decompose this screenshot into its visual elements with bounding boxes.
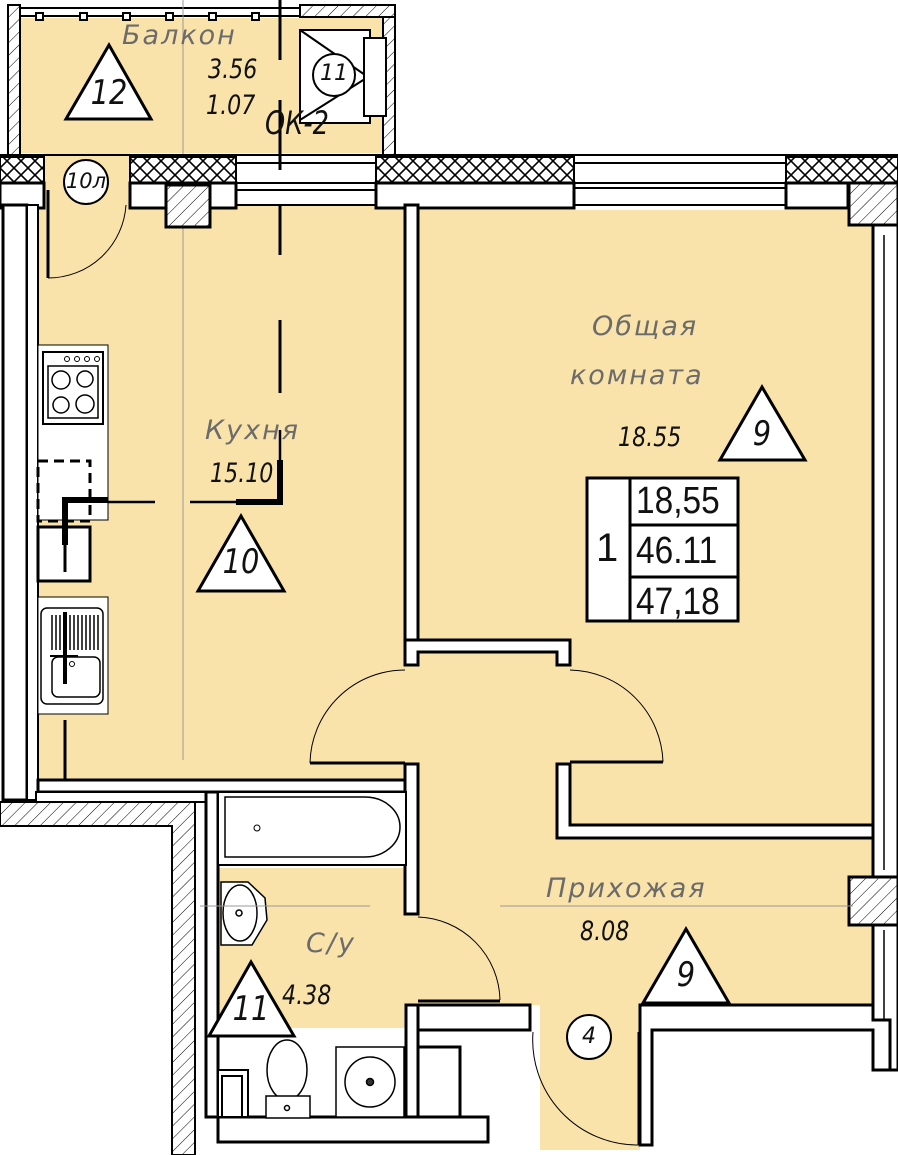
- north-wall: [0, 154, 898, 210]
- balcony-unit-marker: 11: [320, 61, 348, 86]
- balcony-reduced-area: 1.07: [206, 90, 256, 121]
- bathtub: [217, 791, 407, 866]
- southwest-outer-wall: [0, 801, 196, 1155]
- markers: [63, 41, 808, 1060]
- triangle-balcony: [63, 41, 154, 121]
- hallway-marker: 9: [676, 955, 696, 995]
- kitchen-stove: [37, 344, 109, 521]
- living-area-value: 18,55: [636, 480, 720, 522]
- living-marker: 9: [752, 414, 772, 454]
- living-name-line1: Общая: [592, 311, 699, 342]
- washing-machine: [335, 1046, 405, 1118]
- doors: [309, 669, 664, 1146]
- bathroom-marker: 11: [232, 989, 270, 1029]
- bathroom-cabinet: [217, 1069, 249, 1118]
- kitchen-name: Кухня: [205, 415, 301, 446]
- summary-table-frame: [585, 476, 740, 623]
- balcony-door: [46, 190, 127, 279]
- entrance-door-marker: 4: [582, 1024, 596, 1049]
- hallway-name: Прихожая: [546, 873, 707, 904]
- kitchen-sink: [37, 596, 109, 795]
- balcony-marker: 12: [90, 73, 128, 113]
- washbasin: [220, 881, 268, 946]
- balcony-door-marker: 10л: [65, 169, 107, 193]
- triangle-hallway: [640, 926, 732, 1005]
- room-count: 1: [596, 526, 619, 570]
- total-area-with-balcony-value: 47,18: [636, 581, 720, 623]
- balcony-area: 3.56: [208, 54, 258, 85]
- triangle-bathroom: [206, 958, 297, 1038]
- west-wall: [1, 203, 39, 802]
- triangle-living: [717, 384, 808, 462]
- room-fills: [20, 18, 873, 1150]
- triangle-kitchen: [195, 512, 287, 593]
- kitchen-ventilation: [36, 100, 283, 583]
- total-area-value: 46.11: [636, 530, 718, 572]
- living-name-line2: комната: [570, 360, 704, 391]
- kitchen-area: 15.10: [210, 458, 274, 489]
- toilet: [265, 1039, 311, 1119]
- hallway-area: 8.08: [580, 916, 630, 947]
- bathroom-name: С/у: [306, 928, 356, 959]
- window-door-code: ОК-2: [265, 104, 329, 142]
- balcony-name: Балкон: [122, 20, 237, 51]
- kitchen-marker: 10: [222, 542, 260, 582]
- bathroom-area: 4.38: [282, 980, 332, 1011]
- living-area: 18.55: [618, 422, 682, 453]
